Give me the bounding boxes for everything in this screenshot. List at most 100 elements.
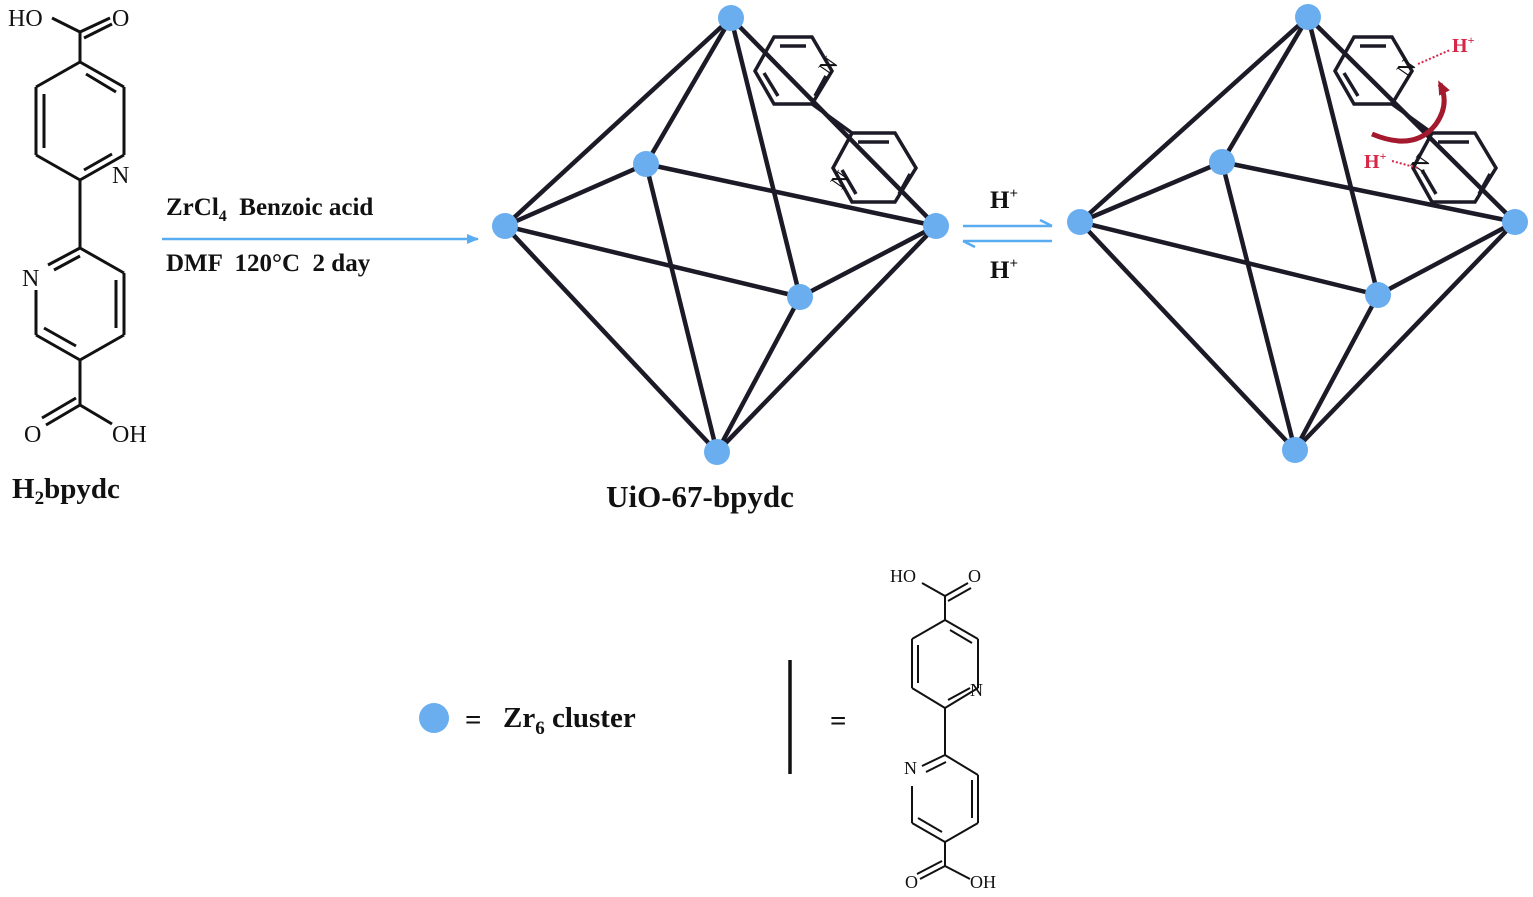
legend-cluster-node: [419, 703, 449, 733]
hydrogen-bond-line: [1417, 49, 1451, 65]
framework-edge: [504, 161, 647, 229]
conditions-label: DMF 120°C 2 day: [166, 250, 371, 277]
bond: [83, 22, 113, 40]
zr6-cluster-node: [718, 5, 744, 31]
atom-label-oh: OH: [970, 872, 996, 892]
bond: [1342, 72, 1360, 97]
atom-label-ho: HO: [890, 566, 916, 586]
bond: [45, 403, 81, 427]
bond: [840, 169, 858, 195]
bond: [51, 16, 81, 34]
bond: [944, 822, 979, 843]
atom-label-o: O: [24, 422, 41, 448]
bond: [911, 619, 946, 640]
framework-edge: [1305, 16, 1381, 296]
bond: [944, 582, 969, 597]
atom-label-n: N: [22, 266, 39, 292]
atom-label-n: N: [825, 166, 855, 193]
zr6-cluster-node: [1209, 149, 1235, 175]
bond: [944, 619, 979, 640]
bipyridine-linker: [752, 35, 919, 204]
framework-edge: [728, 17, 803, 298]
atom-label-n: N: [813, 52, 843, 79]
bond: [916, 860, 943, 875]
protonated-octahedron: [1078, 15, 1517, 452]
bond: [944, 687, 979, 709]
bond: [810, 102, 854, 135]
bond: [79, 60, 125, 89]
atom-label-n: N: [904, 758, 917, 778]
zr6-cluster-node: [633, 151, 659, 177]
framework-edge: [1079, 159, 1223, 225]
bond: [53, 254, 81, 272]
framework-edge: [729, 16, 938, 228]
framework-edge: [715, 224, 938, 454]
bond: [949, 629, 973, 644]
framework-edge: [503, 224, 719, 454]
uio-67-cluster-nodes: [492, 5, 949, 465]
framework-edge: [504, 223, 801, 300]
zr6-cluster-node: [1502, 209, 1528, 235]
bond: [921, 582, 946, 597]
zr6-cluster-node: [787, 284, 813, 310]
bond: [911, 822, 946, 843]
zr6-cluster-node: [492, 213, 518, 239]
bond: [947, 587, 972, 602]
bond: [925, 761, 947, 773]
atom-label-oh: OH: [112, 422, 147, 448]
zr6-cluster-node: [1282, 437, 1308, 463]
forward-arrowhead: [1039, 218, 1053, 228]
bond: [35, 153, 81, 182]
protonated-bipyridine-linker: [1332, 35, 1499, 204]
atom-label-ho: HO: [8, 6, 43, 32]
bond: [79, 16, 111, 34]
bond: [1390, 102, 1434, 135]
framework-edge: [715, 295, 802, 454]
bond: [43, 326, 77, 348]
proton-label-bottom: H+: [1364, 149, 1387, 173]
bond: [919, 865, 946, 880]
proton-transfer-curved-arrow: [1371, 80, 1450, 144]
framework-edge: [1221, 159, 1516, 225]
reverse-arrowhead: [962, 239, 976, 249]
forward-proton-label: H+: [990, 186, 1018, 214]
bond: [1477, 173, 1492, 195]
framework-edge: [1078, 220, 1297, 452]
atom-label-n: N: [1405, 150, 1435, 177]
framework-edge: [1293, 220, 1517, 452]
zr6-cluster-node: [1365, 282, 1391, 308]
legend-equals: =: [830, 705, 847, 737]
bond: [85, 72, 117, 94]
framework-edge: [503, 16, 733, 228]
h2bpydc-structure: [34, 16, 126, 427]
uio-67-octahedron: [503, 16, 938, 454]
framework-edge: [645, 161, 937, 229]
mof-name-label: UiO-67-bpydc: [606, 479, 794, 514]
bond: [917, 817, 943, 833]
framework-edge: [643, 163, 720, 453]
legend-cluster-label: Zr6 cluster: [503, 702, 636, 739]
bond: [79, 333, 125, 362]
atom-label-o: O: [905, 872, 918, 892]
zr6-cluster-node: [923, 213, 949, 239]
proton-label-top: H+: [1452, 33, 1475, 57]
atom-label-n: N: [1391, 54, 1421, 81]
zr6-cluster-node: [1295, 4, 1321, 30]
zr6-cluster-node: [1067, 209, 1093, 235]
bond: [911, 687, 946, 709]
bond: [944, 754, 979, 776]
bond: [1420, 169, 1438, 195]
bond: [83, 152, 113, 172]
bond: [813, 75, 828, 97]
atom-label-n: N: [970, 680, 983, 700]
framework-edge: [798, 224, 938, 299]
ligand-name-h2bpydc: H2bpydc: [12, 473, 120, 509]
atom-label-n: N: [112, 163, 129, 189]
pyridine-ring: [831, 131, 919, 204]
bond: [41, 396, 77, 420]
framework-edge: [1293, 293, 1380, 452]
reverse-proton-label: H+: [990, 256, 1018, 284]
bond: [944, 865, 971, 880]
